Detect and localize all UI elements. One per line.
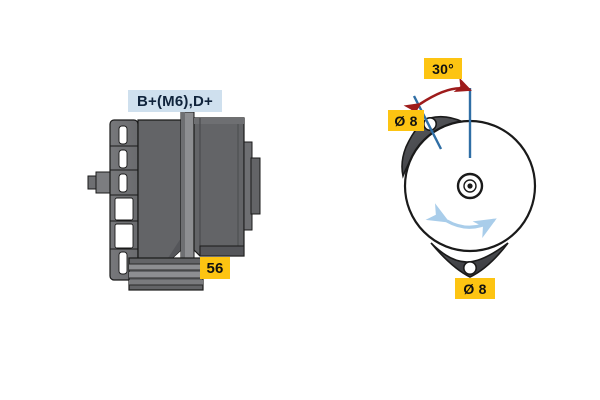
diameter-label-bottom: Ø 8	[455, 278, 495, 299]
machined-band	[180, 111, 195, 261]
angle-dimension-arrow	[403, 77, 472, 119]
alternator-end-view	[401, 77, 537, 278]
alternator-side-view	[87, 111, 261, 291]
terminal-label-bplus: B+(M6),D+	[128, 90, 222, 112]
terminal-stud	[87, 171, 111, 194]
stator-housing	[193, 117, 245, 257]
terminal-label-56: 56	[200, 257, 230, 279]
rear-bearing-boss	[243, 141, 261, 231]
rotation-arrow-icon	[425, 203, 497, 238]
angle-label-30deg: 30°	[424, 58, 462, 79]
shaft-hub	[456, 172, 484, 200]
drive-end-housing	[137, 119, 182, 263]
diameter-label-top: Ø 8	[388, 110, 424, 131]
mounting-hole-bottom	[462, 260, 477, 275]
mounting-foot	[128, 257, 204, 291]
finned-end-housing	[109, 119, 139, 281]
